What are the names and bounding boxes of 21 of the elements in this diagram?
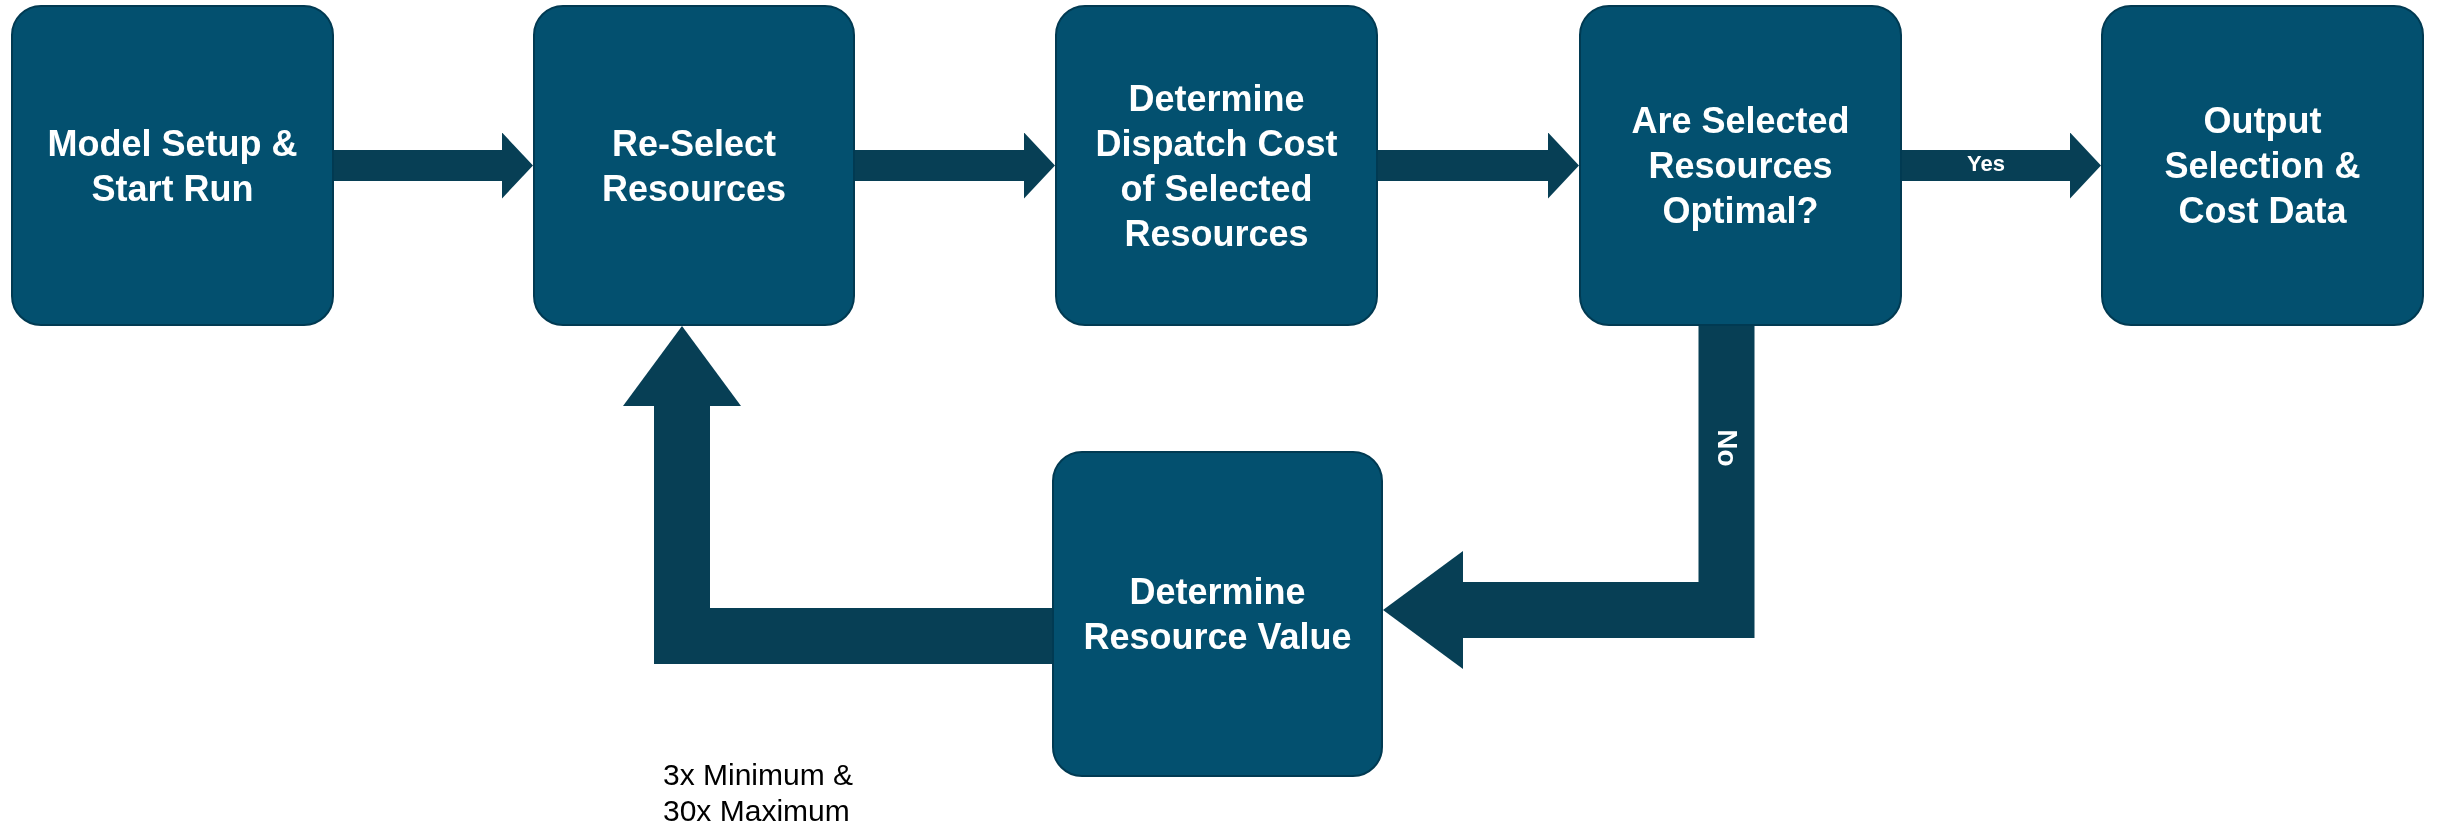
process-box xyxy=(1052,451,1383,777)
block-arrow xyxy=(1902,132,2101,199)
block-arrow xyxy=(1378,132,1579,199)
edge-label: Yes xyxy=(1967,152,2005,175)
block-arrow xyxy=(623,326,1052,664)
box-label: Model Setup & Start Run xyxy=(46,121,299,211)
edge-label: 3x Minimum & 30x Maximum xyxy=(663,757,855,826)
block-arrow xyxy=(334,132,533,199)
box-label: Determine Dispatch Cost of Selected Resources xyxy=(1094,76,1339,256)
box-label: Re-Select Resources xyxy=(600,121,788,211)
box-label: Determine Resource Value xyxy=(1082,570,1353,659)
block-arrow xyxy=(855,132,1055,199)
box-label: Output Selection & Cost Data xyxy=(2163,99,2362,233)
process-box xyxy=(1579,5,1902,326)
process-box xyxy=(1055,5,1378,326)
box-label: Are Selected Resources Optimal? xyxy=(1630,99,1851,233)
process-box xyxy=(533,5,855,326)
block-arrow xyxy=(1383,326,1755,669)
process-box xyxy=(2101,5,2424,326)
edge-label: No xyxy=(1712,429,1741,467)
process-box xyxy=(11,5,334,326)
